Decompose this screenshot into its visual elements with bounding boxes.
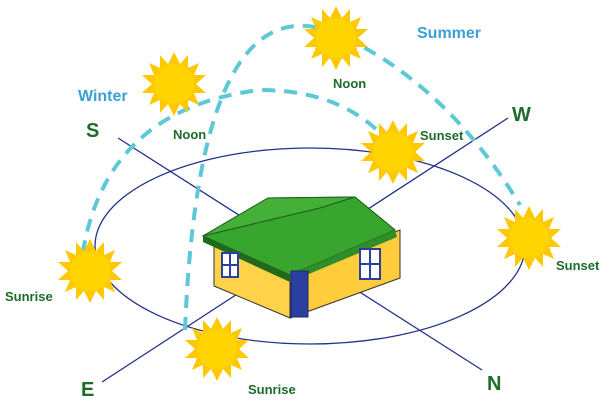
winter-sunrise-label: Sunrise xyxy=(5,289,53,304)
summer-sunset-sun-icon xyxy=(497,206,561,270)
house-door xyxy=(290,270,309,318)
compass-north: N xyxy=(487,373,501,395)
house xyxy=(201,196,401,319)
winter-sun-path xyxy=(78,87,397,276)
front-window xyxy=(221,252,239,278)
summer-label: Summer xyxy=(417,25,481,42)
winter-label: Winter xyxy=(78,88,128,105)
summer-noon-label: Noon xyxy=(333,76,366,91)
winter-sunset-label: Sunset xyxy=(420,128,464,143)
summer-sunrise-sun-icon xyxy=(185,317,249,381)
winter-noon-sun-icon xyxy=(142,52,206,116)
winter-sunrise-sun-icon xyxy=(58,239,122,303)
compass-south: S xyxy=(86,120,99,142)
side-window xyxy=(359,248,381,280)
compass-west: W xyxy=(512,104,531,126)
summer-sunrise-label: Sunrise xyxy=(248,382,296,397)
winter-noon-label: Noon xyxy=(173,127,206,142)
summer-noon-sun-icon xyxy=(304,6,368,70)
summer-sunset-label: Sunset xyxy=(556,258,600,273)
compass-east: E xyxy=(81,379,94,401)
